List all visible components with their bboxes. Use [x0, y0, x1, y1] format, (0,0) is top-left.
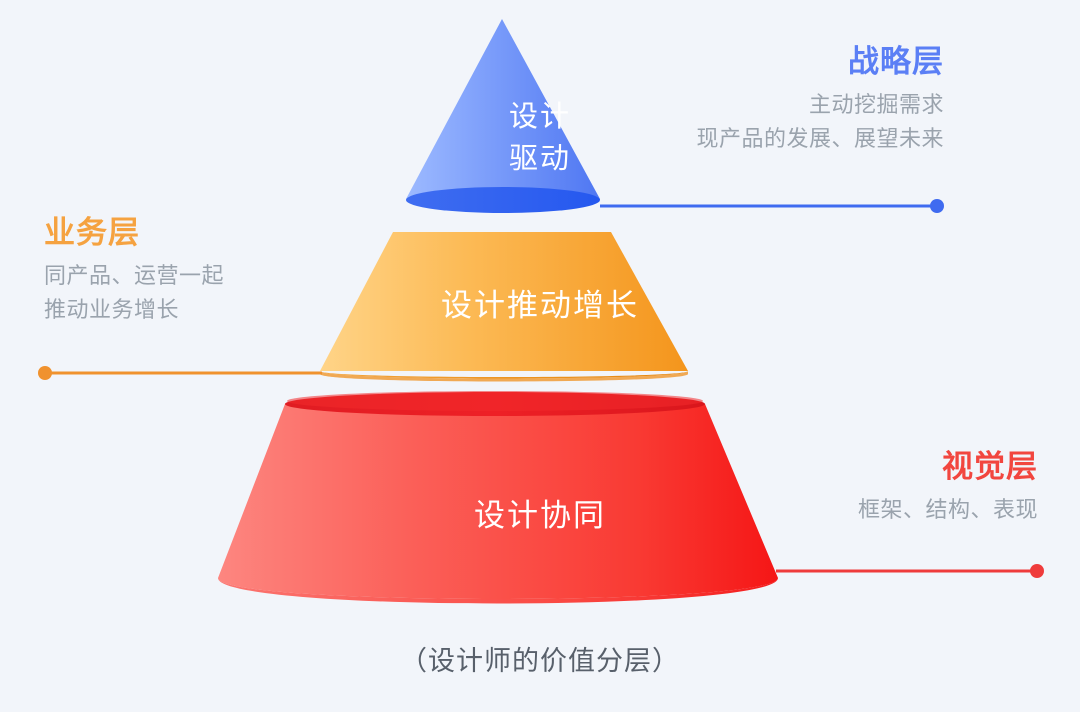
- connector-dot-strategy: [930, 199, 944, 213]
- callout-business: 业务层 同产品、运营一起 推动业务增长: [44, 215, 224, 327]
- callout-visual-sub-line1: 框架、结构、表现: [857, 497, 1038, 522]
- callout-strategy-subtitle: 主动挖掘需求 现产品的发展、展望未来: [696, 88, 944, 156]
- callout-business-title: 业务层: [44, 215, 140, 250]
- pyramid-layer-business: [320, 232, 688, 382]
- pyramid-layer-strategy: [406, 19, 600, 213]
- callout-visual-title: 视觉层: [942, 449, 1038, 484]
- connector-dot-visual: [1030, 564, 1044, 578]
- callout-visual: 视觉层 框架、结构、表现: [858, 449, 1038, 527]
- pyramid-layer-visual: [218, 391, 778, 604]
- connector-strategy: [600, 199, 944, 213]
- connector-visual: [776, 564, 1044, 578]
- callout-visual-subtitle: 框架、结构、表现: [858, 493, 1038, 527]
- callout-business-sub-line2: 推动业务增长: [44, 297, 180, 322]
- diagram-caption: （设计师的价值分层）: [400, 646, 680, 676]
- callout-business-subtitle: 同产品、运营一起 推动业务增长: [44, 259, 224, 327]
- connector-dot-business: [38, 366, 52, 380]
- callout-business-sub-line1: 同产品、运营一起: [44, 263, 225, 288]
- callout-strategy-sub-line2: 现产品的发展、展望未来: [696, 126, 944, 151]
- callout-strategy-title: 战略层: [848, 44, 944, 79]
- connector-business: [38, 366, 322, 380]
- callout-strategy: 战略层 主动挖掘需求 现产品的发展、展望未来: [696, 44, 944, 156]
- callout-strategy-sub-line1: 主动挖掘需求: [808, 92, 944, 117]
